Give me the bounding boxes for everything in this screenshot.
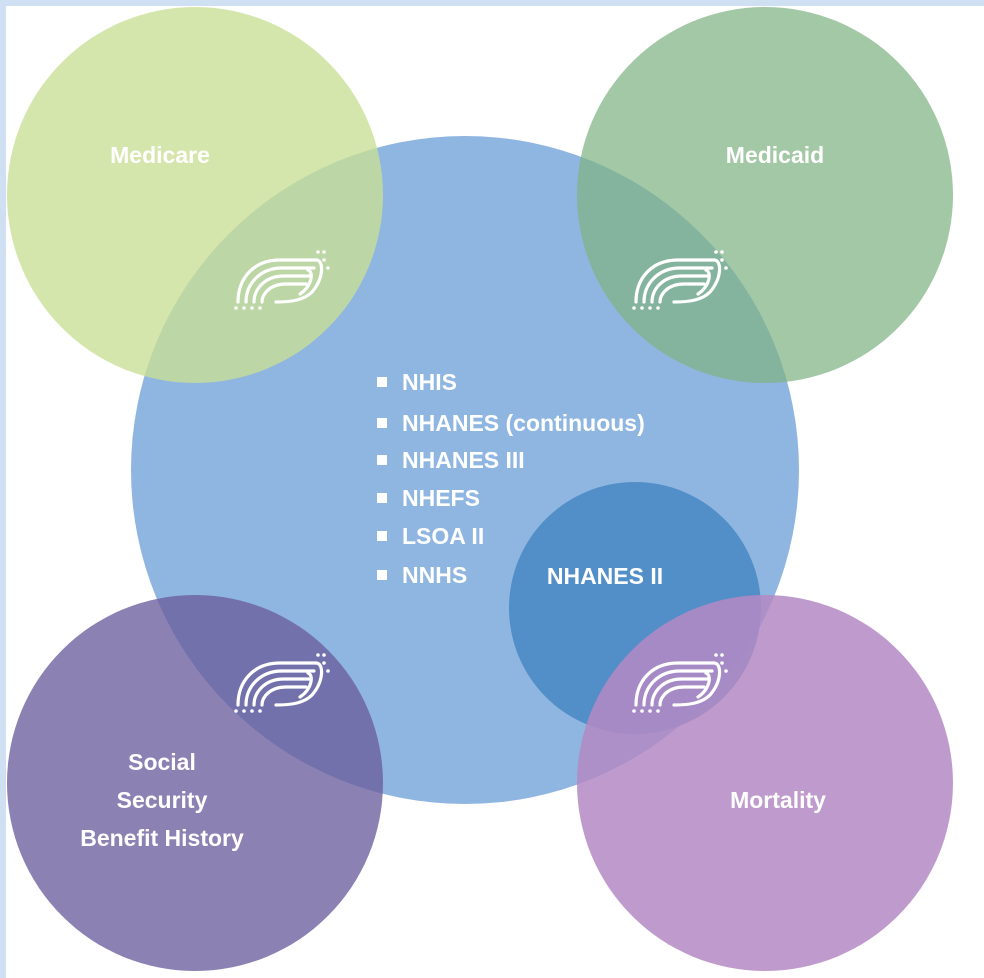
label-medicare: Medicare (110, 142, 210, 168)
label-ssbh-line-1: Social (128, 749, 196, 775)
survey-nhanes-iii: NHANES III (402, 447, 525, 473)
circle-medicare (7, 7, 383, 383)
survey-nnhs: NNHS (402, 562, 467, 588)
survey-list-item: NHANES III (377, 447, 525, 473)
survey-lsoa-ii: LSOA II (402, 523, 484, 549)
bullet-square-icon (377, 455, 387, 465)
survey-nhis: NHIS (402, 369, 457, 395)
survey-list: NHIS NHANES (continuous) NHANES III NHEF… (377, 369, 645, 588)
bullet-square-icon (377, 531, 387, 541)
survey-nhefs: NHEFS (402, 485, 480, 511)
circle-mortality (577, 595, 953, 971)
survey-nhanes-continuous: NHANES (continuous) (402, 410, 645, 436)
survey-list-item: NHANES (continuous) (377, 410, 645, 436)
survey-list-item: NNHS (377, 562, 467, 588)
bullet-square-icon (377, 493, 387, 503)
bullet-square-icon (377, 418, 387, 428)
circle-social-security (7, 595, 383, 971)
bullet-square-icon (377, 377, 387, 387)
label-ssbh-line-3: Benefit History (80, 825, 244, 851)
circle-medicaid (577, 7, 953, 383)
label-mortality: Mortality (730, 787, 826, 813)
survey-list-item: NHIS (377, 369, 457, 395)
label-ssbh-line-2: Security (117, 787, 208, 813)
survey-list-item: LSOA II (377, 523, 484, 549)
survey-list-item: NHEFS (377, 485, 480, 511)
frame-border-top (0, 0, 984, 6)
frame-border-left (0, 0, 6, 978)
label-nhanes-ii: NHANES II (547, 563, 663, 589)
bullet-square-icon (377, 570, 387, 580)
label-medicaid: Medicaid (726, 142, 824, 168)
